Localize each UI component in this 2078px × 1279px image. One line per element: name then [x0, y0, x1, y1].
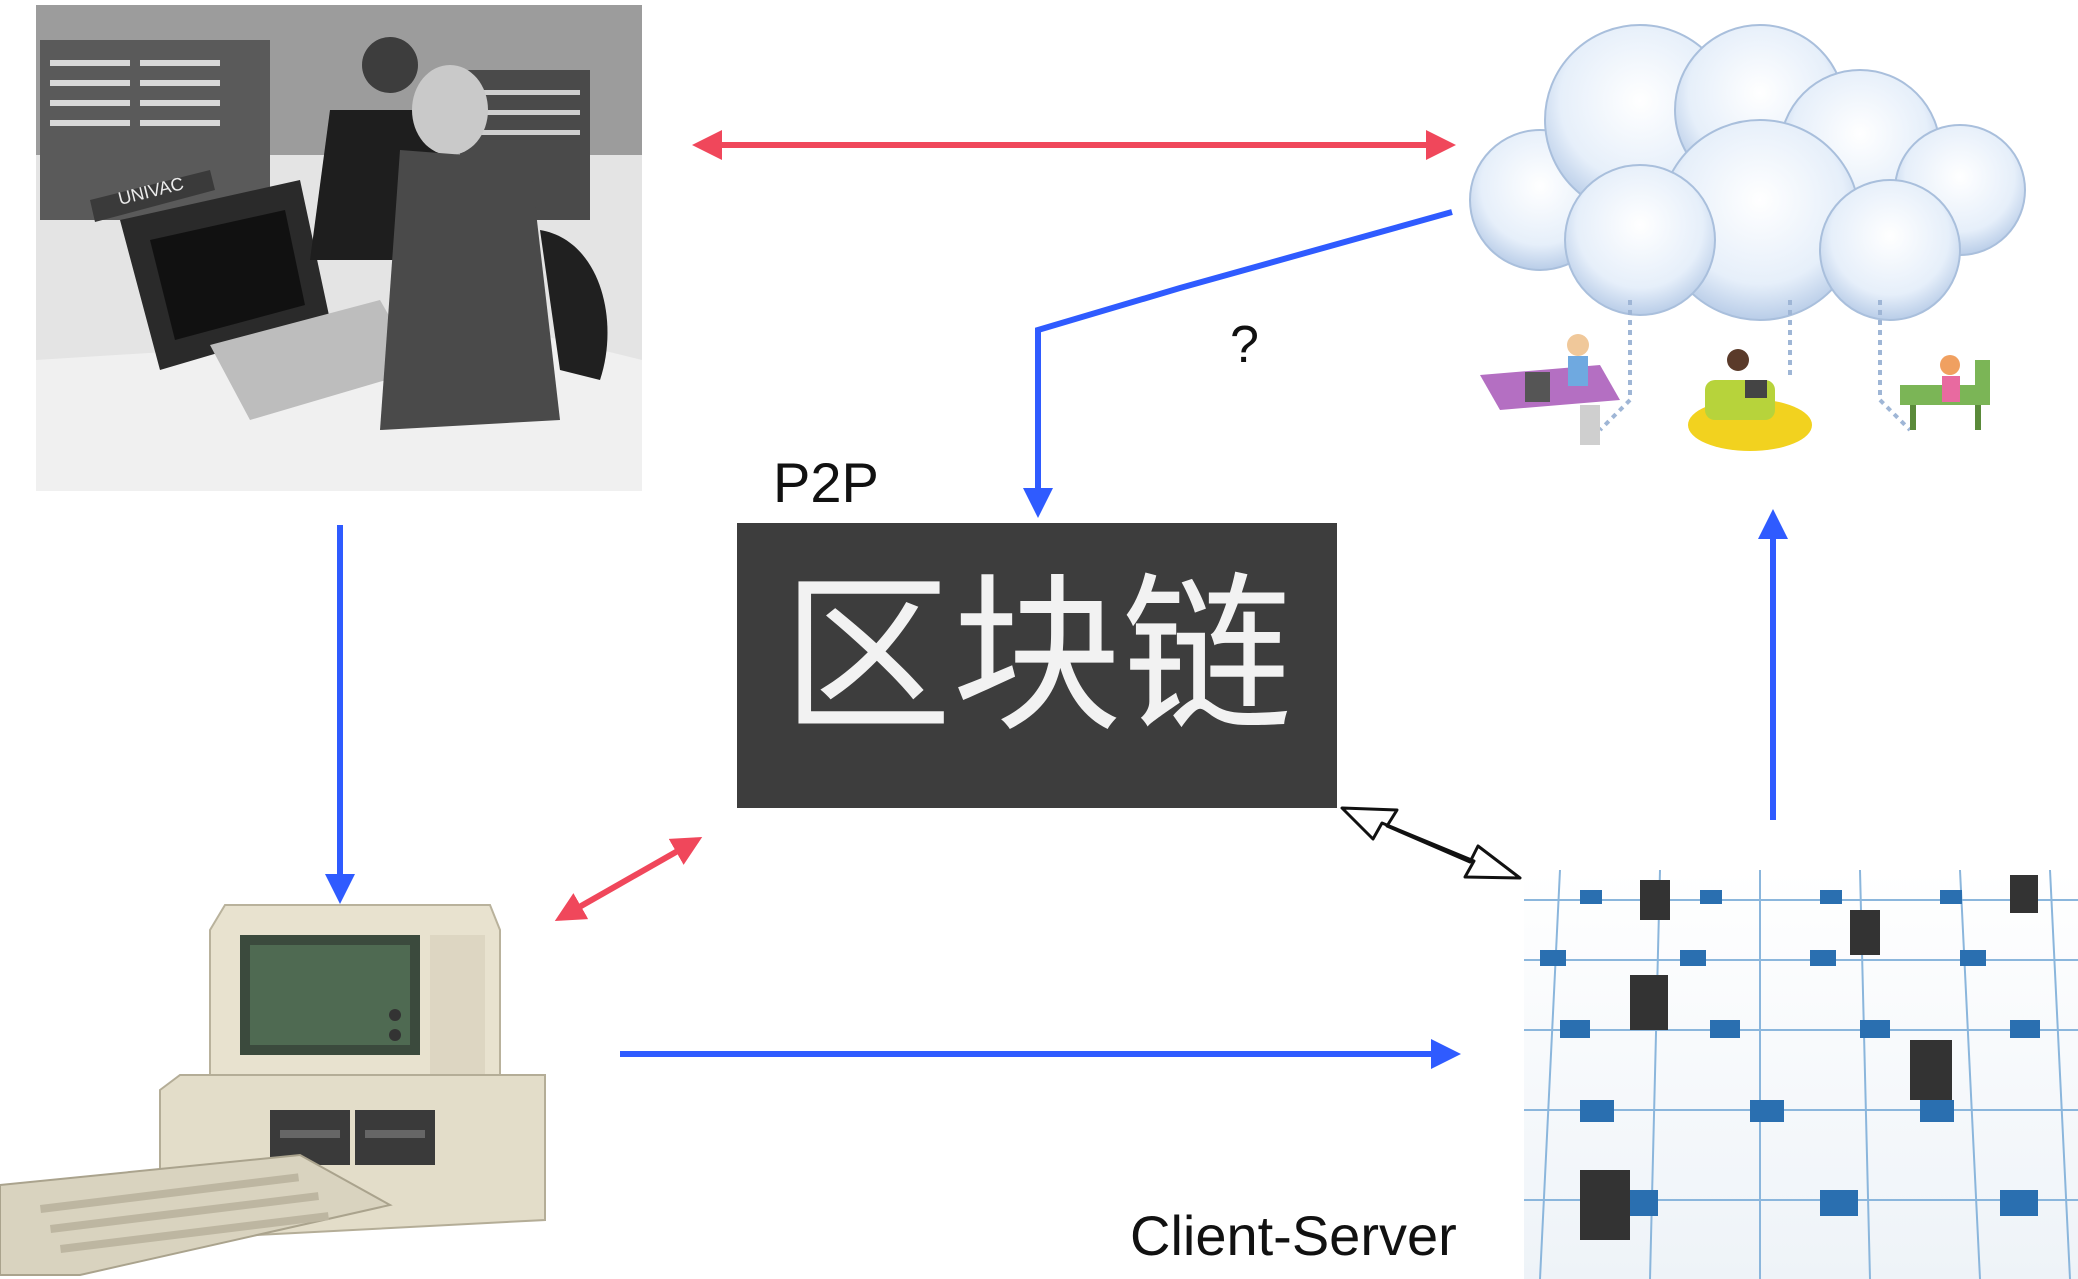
blockchain-box: 区块链: [737, 523, 1337, 808]
network-image: [1524, 869, 2078, 1279]
arrow-blockchain-network: [1340, 806, 1522, 880]
cloud-computing-image: [1469, 24, 2026, 451]
arrow-pc-blockchain: [554, 837, 703, 921]
woman-figure: [380, 65, 608, 430]
p2p-label: P2P: [773, 451, 879, 514]
client-server-label: Client-Server: [1130, 1204, 1457, 1267]
blockchain-title: 区块链: [782, 558, 1292, 756]
personal-computer-image: [0, 904, 546, 1276]
cloud-user-bench: [1900, 355, 1990, 430]
mainframe-photo: UNIVAC: [36, 5, 642, 491]
cloud-user-desk: [1480, 334, 1620, 445]
arrow-cloud-blockchain: [1023, 209, 1453, 518]
question-mark: ?: [1230, 316, 1259, 374]
cloud-user-sofa: [1688, 349, 1812, 451]
